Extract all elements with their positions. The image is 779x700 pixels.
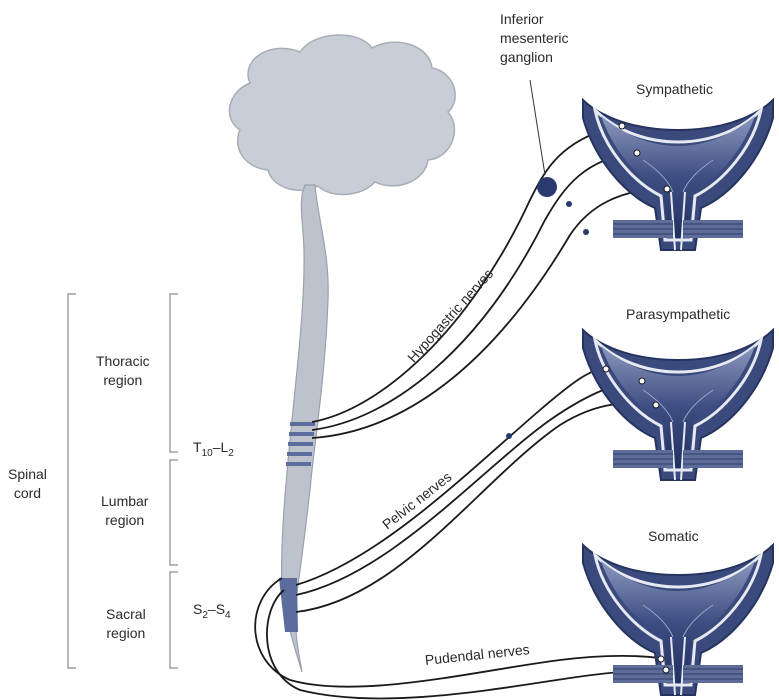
s2-s4-label: S2–S4 xyxy=(193,600,231,621)
sympathetic-label: Sympathetic xyxy=(636,80,713,99)
segment-s2-s4 xyxy=(279,578,298,632)
t10-l2-label: T10–L2 xyxy=(193,438,234,459)
sacral-region-label: Sacral region xyxy=(106,605,146,643)
bladder-sympathetic xyxy=(583,100,773,250)
brain xyxy=(229,35,455,195)
ganglion-leader xyxy=(530,80,545,175)
spinal-cord-label: Spinal cord xyxy=(8,465,47,503)
parasympathetic-label: Parasympathetic xyxy=(626,305,730,324)
somatic-label: Somatic xyxy=(648,527,699,546)
inferior-mesenteric-ganglion xyxy=(537,177,557,197)
lumbar-region-label: Lumbar region xyxy=(101,492,148,530)
thoracic-region-label: Thoracic region xyxy=(96,352,150,390)
ganglion-label: Inferior mesenteric ganglion xyxy=(500,10,568,67)
